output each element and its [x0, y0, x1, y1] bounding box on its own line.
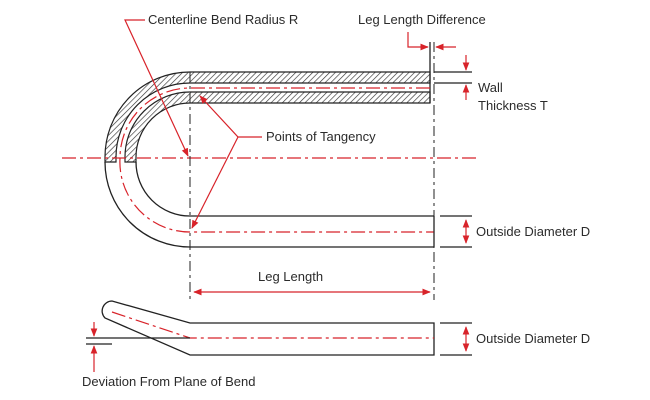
tube-side-view	[101, 300, 435, 356]
label-leg-length: Leg Length	[258, 269, 323, 284]
label-wall: Wall	[478, 80, 503, 95]
label-thickness-t: Thickness T	[478, 98, 548, 113]
label-centerline-bend-radius: Centerline Bend Radius R	[148, 12, 298, 27]
outer-wall-section	[104, 71, 431, 163]
label-outside-diameter-top: Outside Diameter D	[476, 224, 590, 239]
bent-tube-top-view	[104, 71, 435, 248]
leg-diff-arrow-left	[407, 32, 429, 51]
label-points-of-tangency: Points of Tangency	[266, 129, 376, 144]
tangency-leader-lower	[191, 136, 239, 229]
bend-radius-leader	[124, 19, 189, 157]
side-view-outline	[101, 300, 435, 356]
inner-wall-section	[124, 91, 431, 163]
lower-bend-inner	[135, 161, 191, 217]
side-view-centerline	[111, 311, 434, 339]
lower-bend-outer	[104, 161, 191, 248]
label-deviation-from-plane: Deviation From Plane of Bend	[82, 374, 255, 389]
label-leg-length-difference: Leg Length Difference	[358, 12, 486, 27]
label-outside-diameter-bottom: Outside Diameter D	[476, 331, 590, 346]
